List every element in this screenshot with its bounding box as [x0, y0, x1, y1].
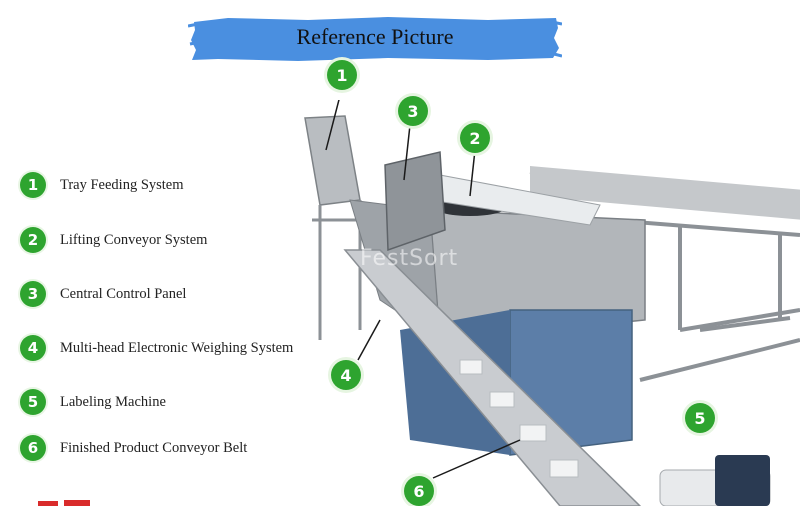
- banner-title: Reference Picture: [296, 24, 454, 49]
- banner-brush: [188, 17, 562, 61]
- callout-2: 2: [460, 123, 490, 153]
- legend-item: 3 Central Control Panel: [20, 281, 186, 307]
- badge-6: 6: [20, 435, 46, 461]
- callout-5: 5: [685, 403, 715, 433]
- callout-6: 6: [404, 476, 434, 506]
- legend-label: Multi-head Electronic Weighing System: [60, 339, 294, 356]
- badge-4: 4: [20, 335, 46, 361]
- legend-label: Tray Feeding System: [60, 176, 184, 193]
- legend-item: 5 Labeling Machine: [20, 389, 166, 415]
- legend-label: Central Control Panel: [60, 285, 187, 302]
- legend-label: Labeling Machine: [60, 393, 166, 410]
- callout-1: 1: [327, 60, 357, 90]
- legend-item: 2 Lifting Conveyor System: [20, 227, 207, 253]
- machine-illustration: [304, 100, 800, 506]
- brand-logo-fragment: [38, 500, 90, 506]
- legend-label: Finished Product Conveyor Belt: [60, 439, 248, 456]
- badge-5: 5: [20, 389, 46, 415]
- legend-item: 6 Finished Product Conveyor Belt: [20, 435, 247, 461]
- legend-item: 1 Tray Feeding System: [20, 172, 184, 198]
- badge-2: 2: [20, 227, 46, 253]
- legend-item: 4 Multi-head Electronic Weighing System: [20, 335, 293, 361]
- badge-1: 1: [20, 172, 46, 198]
- callout-3: 3: [398, 96, 428, 126]
- watermark: FestSort: [360, 246, 459, 271]
- callout-4: 4: [331, 360, 361, 390]
- legend-label: Lifting Conveyor System: [60, 231, 208, 248]
- badge-3: 3: [20, 281, 46, 307]
